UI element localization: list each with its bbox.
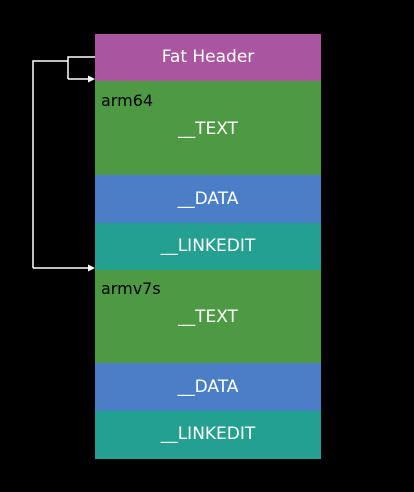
- armv7s-text-segment: armv7s __TEXT: [95, 270, 321, 363]
- arm64-arch-label: arm64: [101, 91, 154, 110]
- arm64-text-segment: arm64 __TEXT: [95, 81, 321, 175]
- arm64-linkedit-label: __LINKEDIT: [160, 236, 256, 256]
- armv7s-linkedit-segment: __LINKEDIT: [95, 411, 321, 459]
- header-connector: [32, 60, 68, 268]
- arm64-data-label: __DATA: [177, 189, 239, 209]
- arm64-text-label: __TEXT: [178, 119, 238, 139]
- armv7s-data-segment: __DATA: [95, 363, 321, 411]
- armv7s-text-label: __TEXT: [178, 307, 238, 327]
- arrowhead-icon: [88, 264, 95, 272]
- armv7s-data-label: __DATA: [177, 377, 239, 397]
- fat-header-block: Fat Header: [95, 34, 321, 81]
- arm64-data-segment: __DATA: [95, 175, 321, 223]
- armv7s-linkedit-label: __LINKEDIT: [160, 424, 256, 444]
- header-connector: [67, 56, 95, 79]
- arrowhead-icon: [88, 75, 95, 83]
- fat-header-label: Fat Header: [161, 47, 255, 67]
- armv7s-arch-label: armv7s: [101, 279, 161, 298]
- arm64-linkedit-segment: __LINKEDIT: [95, 223, 321, 270]
